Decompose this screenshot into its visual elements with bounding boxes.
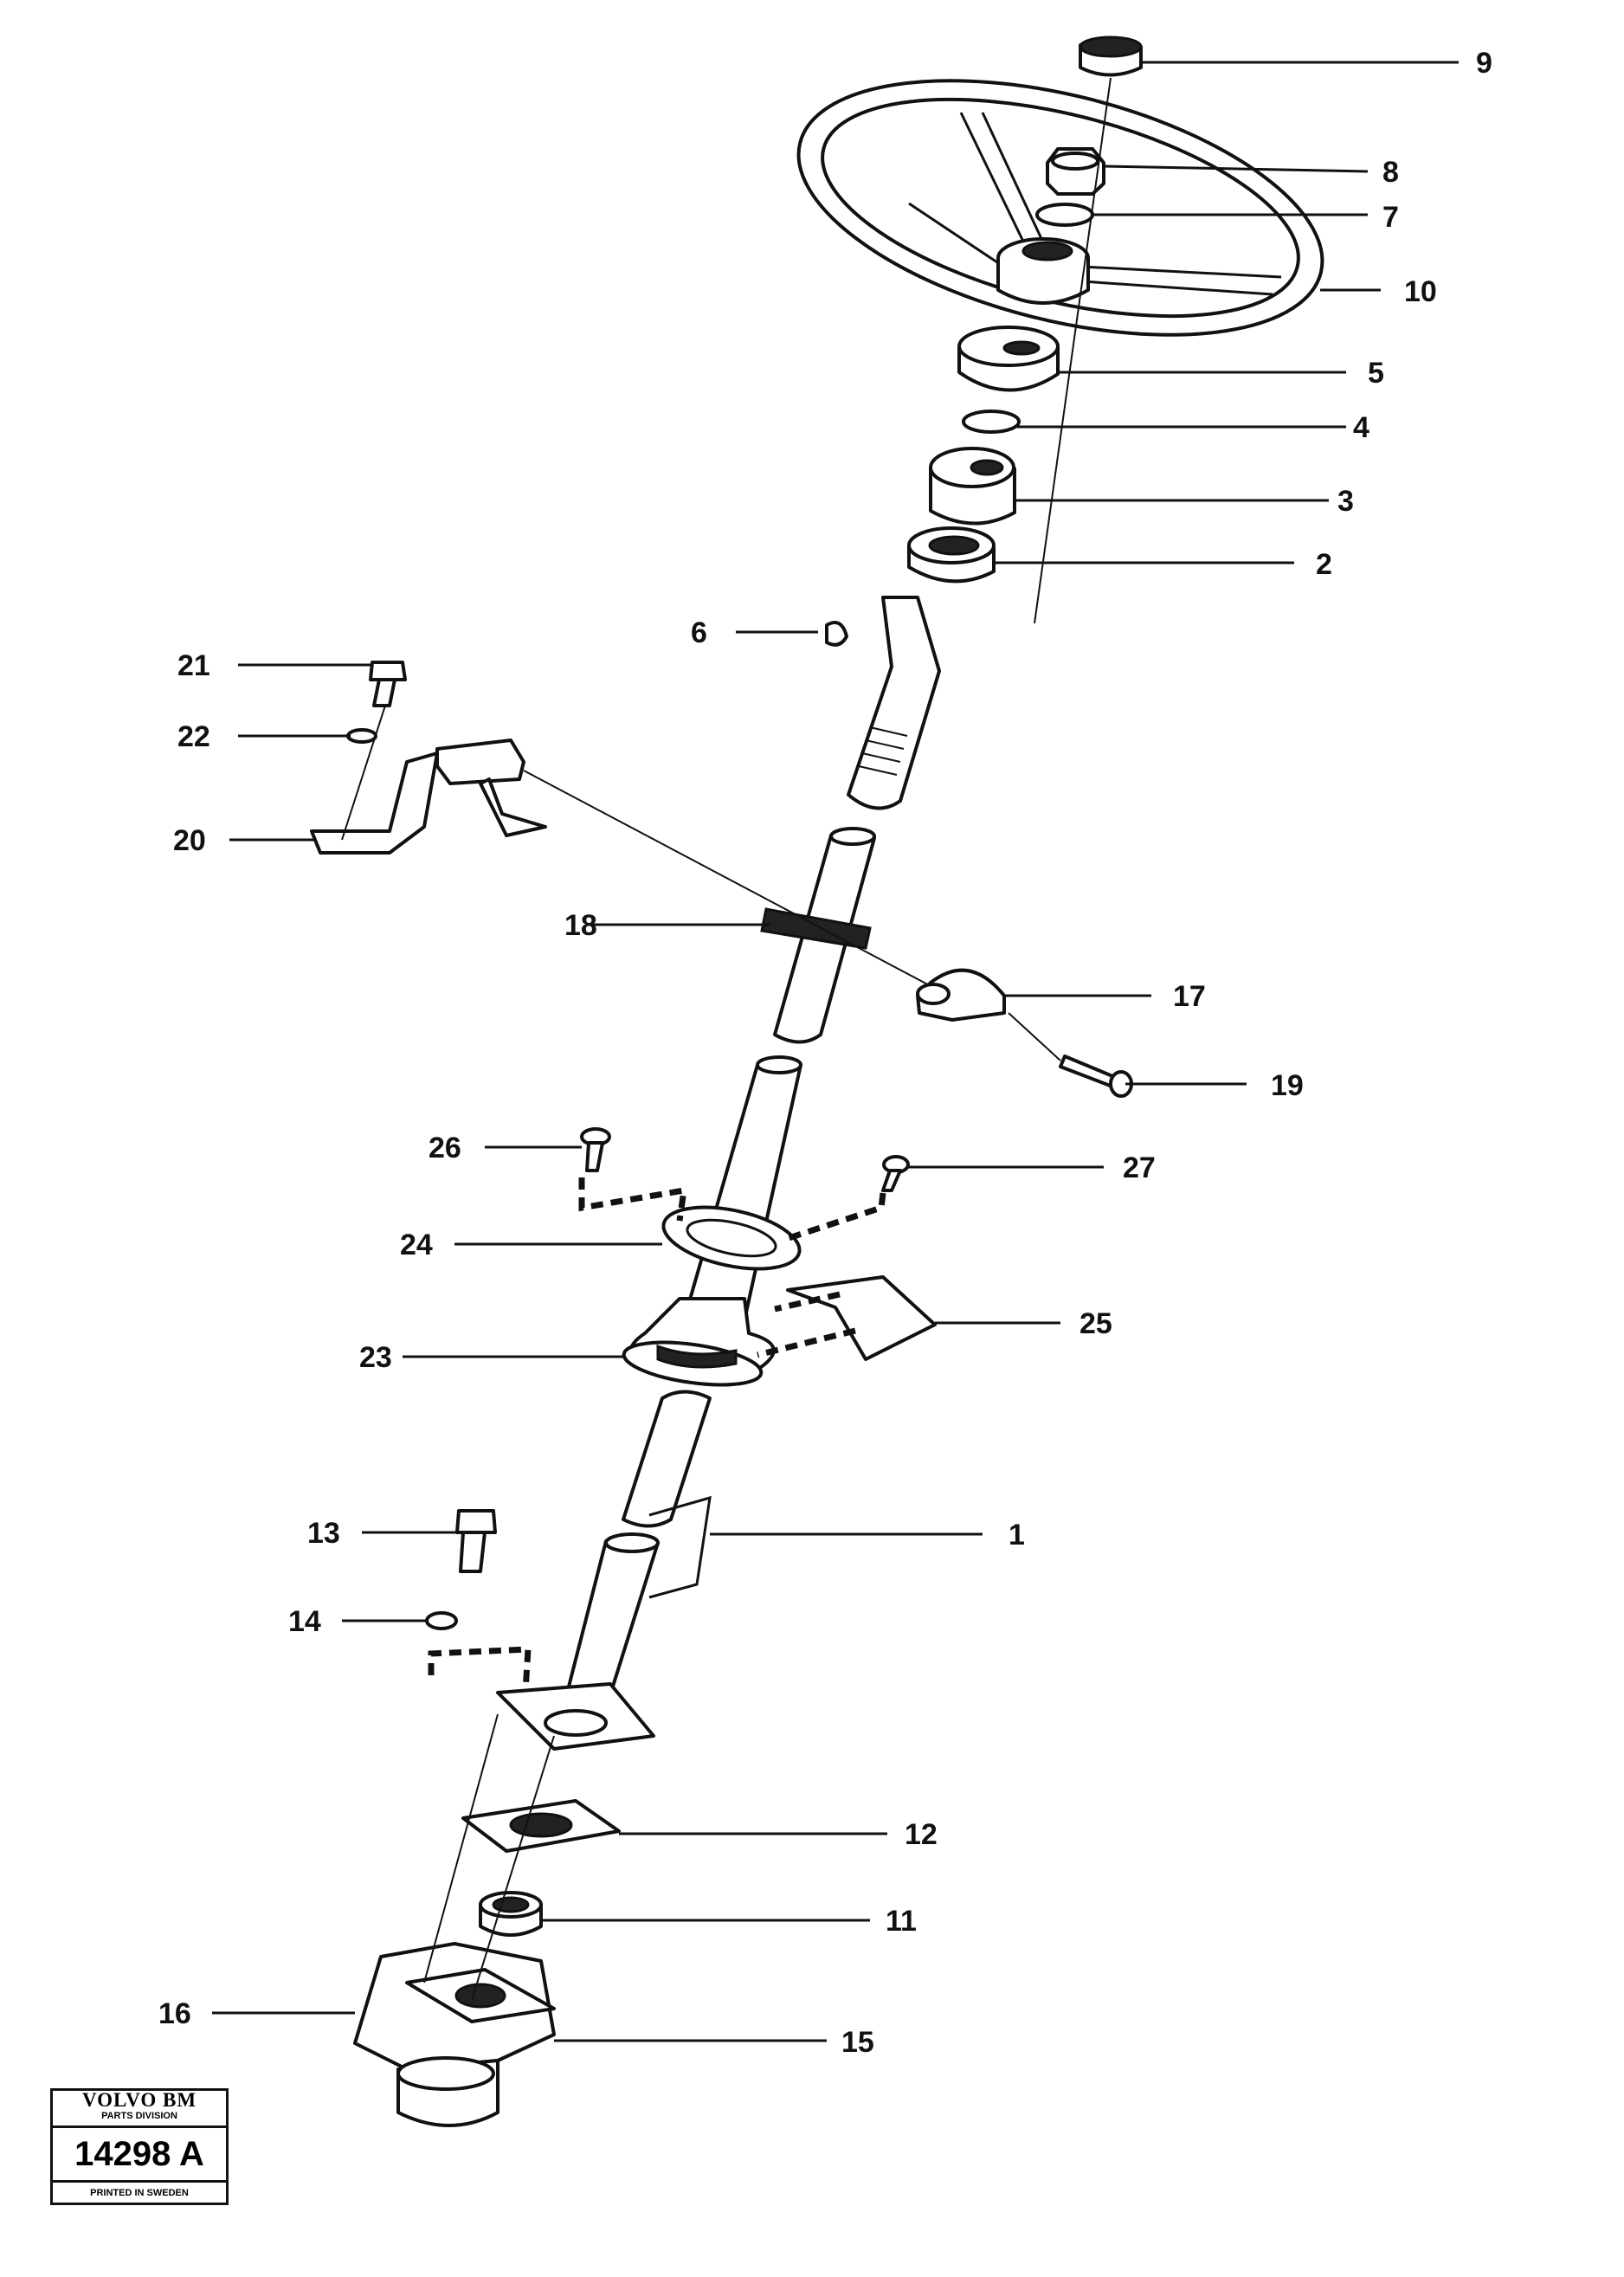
bushing bbox=[929, 447, 1016, 526]
callout-20: 20 bbox=[173, 824, 206, 857]
ring-flange bbox=[661, 1205, 802, 1271]
stamp-number: 14298 A bbox=[53, 2128, 226, 2183]
steering-gear-housing bbox=[353, 1942, 556, 2127]
callout-18: 18 bbox=[564, 909, 597, 942]
mounting-flange bbox=[496, 1682, 655, 1751]
stamp-division: PARTS DIVISION bbox=[101, 2111, 177, 2121]
snap-ring bbox=[962, 410, 1021, 434]
flange-bolt bbox=[455, 1509, 497, 1573]
callout-4: 4 bbox=[1353, 411, 1369, 444]
screw-right bbox=[881, 1155, 910, 1192]
center-cap bbox=[1079, 35, 1143, 77]
callout-11: 11 bbox=[886, 1905, 917, 1938]
flange-washer bbox=[425, 1611, 458, 1630]
screw-left bbox=[580, 1127, 611, 1172]
hub bbox=[957, 326, 1060, 392]
callout-23: 23 bbox=[359, 1341, 392, 1374]
callout-17: 17 bbox=[1173, 980, 1206, 1013]
lock-washer bbox=[346, 728, 377, 744]
parts-division-stamp: VOLVO BM PARTS DIVISION 14298 A PRINTED … bbox=[50, 2088, 229, 2205]
bracket bbox=[310, 739, 966, 1005]
callout-25: 25 bbox=[1079, 1307, 1112, 1340]
leader-lines bbox=[212, 61, 1459, 2042]
callout-27: 27 bbox=[1123, 1151, 1156, 1184]
callout-21: 21 bbox=[177, 649, 210, 682]
screw bbox=[1008, 1012, 1133, 1098]
clamp-half bbox=[916, 968, 1006, 1022]
callout-6: 6 bbox=[691, 616, 707, 649]
callout-24: 24 bbox=[400, 1229, 433, 1261]
callout-12: 12 bbox=[905, 1818, 938, 1851]
key bbox=[825, 621, 848, 647]
callout-10: 10 bbox=[1404, 275, 1437, 308]
lower-tube bbox=[557, 1390, 712, 1738]
callout-7: 7 bbox=[1382, 201, 1399, 234]
seal bbox=[479, 1891, 543, 1937]
bearing bbox=[907, 526, 996, 584]
callout-22: 22 bbox=[177, 720, 210, 753]
callout-13: 13 bbox=[307, 1517, 340, 1550]
stamp-printed: PRINTED IN SWEDEN bbox=[90, 2188, 189, 2198]
callout-2: 2 bbox=[1316, 548, 1332, 581]
callout-15: 15 bbox=[841, 2026, 874, 2059]
nut bbox=[1046, 147, 1105, 196]
stamp-brand: VOLVO BM bbox=[81, 2089, 197, 2111]
washer bbox=[1035, 203, 1094, 227]
bolt bbox=[369, 661, 407, 707]
callout-3: 3 bbox=[1337, 485, 1354, 518]
callout-26: 26 bbox=[429, 1132, 461, 1164]
gasket bbox=[461, 1799, 621, 1853]
callout-1: 1 bbox=[1009, 1519, 1025, 1551]
callout-16: 16 bbox=[158, 1997, 191, 2030]
callout-8: 8 bbox=[1382, 156, 1399, 189]
upper-shaft bbox=[847, 596, 941, 810]
cover-plate bbox=[786, 1275, 937, 1361]
callout-19: 19 bbox=[1271, 1069, 1304, 1102]
rubber-boot bbox=[622, 1297, 776, 1387]
callout-9: 9 bbox=[1476, 47, 1492, 80]
callout-14: 14 bbox=[288, 1605, 321, 1638]
callout-5: 5 bbox=[1368, 357, 1384, 390]
